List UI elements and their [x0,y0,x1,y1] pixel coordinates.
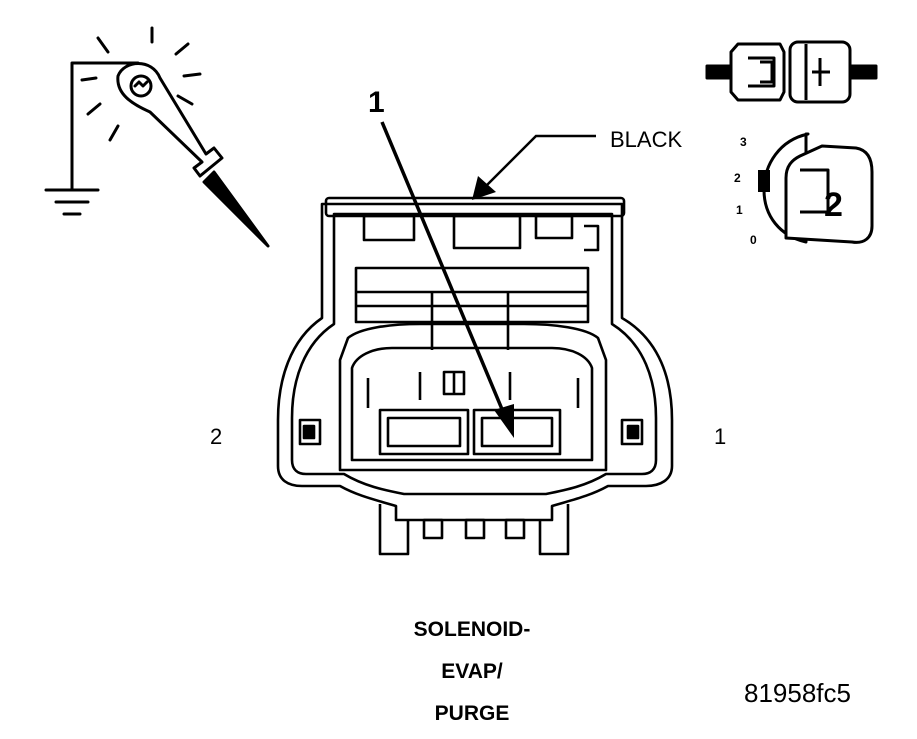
caption-line-2: EVAP/ [441,660,503,683]
meter-dial-icon [758,132,874,244]
dial-mark-0: 0 [750,233,757,247]
connector-color-label: BLACK [610,127,682,152]
pin-label-right: 1 [714,424,726,449]
dial-mark-3: 3 [740,135,747,149]
ground-symbol-icon [44,188,100,216]
figure-id: 81958fc5 [744,678,851,708]
caption-line-3: PURGE [435,702,510,725]
dial-mark-2: 2 [734,171,741,185]
connector-view-icon [705,40,878,104]
connector-body [276,196,674,556]
caption-line-1: SOLENOID- [414,618,531,641]
pin-label-left: 2 [210,424,222,449]
terminal-callout-arrow [380,121,514,438]
dial-selected-value: 2 [824,186,843,224]
terminal-callout-number: 1 [368,86,385,119]
color-leader-arrow [472,134,596,200]
test-probe-icon [44,26,270,248]
dial-mark-1: 1 [736,203,743,217]
